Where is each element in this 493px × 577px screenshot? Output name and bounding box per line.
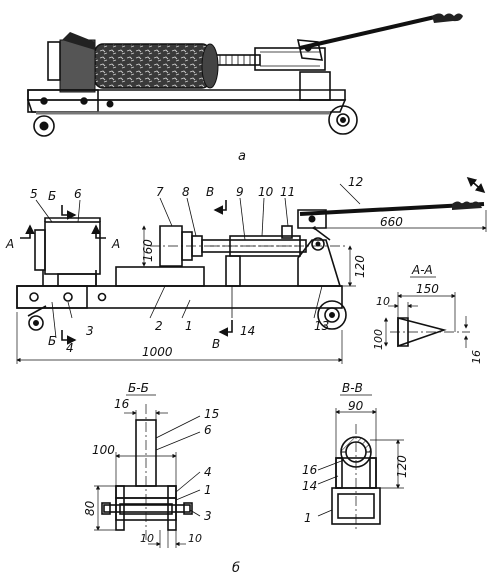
dim-aa-16: 16 xyxy=(470,350,483,364)
title-b-b: Б-Б xyxy=(128,381,149,395)
cut-mark-v-top: В xyxy=(206,185,214,199)
vv-callout-14: 14 xyxy=(302,479,317,493)
callout-12: 12 xyxy=(348,175,363,189)
cut-mark-v-bottom: В xyxy=(212,337,220,351)
section-cut-marks: Б Б В В А А xyxy=(5,185,233,351)
dim-bb-80: 80 xyxy=(83,500,97,516)
dim-120-front: 120 xyxy=(353,255,367,278)
dim-bb-10-left: 10 xyxy=(140,532,154,545)
callout-13: 13 xyxy=(314,319,329,333)
callout-7: 7 xyxy=(156,185,164,199)
dim-bb-10-right: 10 xyxy=(188,532,202,545)
dim-660: 660 xyxy=(380,215,403,229)
callout-6: 6 xyxy=(74,187,82,201)
figure-b-label: б xyxy=(232,561,240,576)
bb-callout-1: 1 xyxy=(204,483,212,497)
section-b-b: Б-Б 16 100 80 10 10 xyxy=(83,381,219,548)
dim-aa-100: 100 xyxy=(372,329,385,350)
title-v-v: В-В xyxy=(342,381,363,395)
callout-11: 11 xyxy=(280,185,295,199)
callout-5: 5 xyxy=(30,187,38,201)
cut-mark-b-bottom: Б xyxy=(48,334,56,348)
bb-callout-4: 4 xyxy=(204,465,212,479)
front-view xyxy=(16,201,485,331)
bb-callout-3: 3 xyxy=(204,509,212,523)
dim-aa-10: 10 xyxy=(376,295,390,308)
callout-3: 3 xyxy=(86,324,94,338)
callout-2: 2 xyxy=(155,319,163,333)
bb-callout-6: 6 xyxy=(204,423,212,437)
callout-1: 1 xyxy=(185,319,193,333)
cut-mark-b-top: Б xyxy=(48,189,56,203)
dim-160: 160 xyxy=(141,239,155,262)
cut-mark-a-right: А xyxy=(111,237,120,251)
callout-9: 9 xyxy=(236,185,244,199)
dim-1000: 1000 xyxy=(142,345,173,359)
dim-bb-100: 100 xyxy=(92,443,115,457)
vv-callout-1: 1 xyxy=(304,511,312,525)
title-a-a: А-А xyxy=(411,263,433,277)
section-v-v: В-В 90 120 16 14 1 xyxy=(302,381,409,532)
figure-a-label: а xyxy=(238,149,246,164)
cut-mark-a-left: А xyxy=(5,237,14,251)
dim-aa-150: 150 xyxy=(416,282,439,296)
section-a-a: А-А 150 10 100 16 xyxy=(372,263,483,364)
front-view-leaders xyxy=(35,183,361,339)
vv-callout-16: 16 xyxy=(302,463,318,477)
dim-vv-120: 120 xyxy=(395,455,409,478)
front-view-dimensions: 160 120 660 1000 xyxy=(16,176,487,364)
callout-4: 4 xyxy=(66,341,74,355)
figure-a-illustration xyxy=(26,13,463,137)
callout-numbers: 5 6 7 8 9 10 11 12 1 2 3 4 13 14 xyxy=(30,175,363,355)
bb-callout-15: 15 xyxy=(204,407,219,421)
dim-vv-90: 90 xyxy=(348,399,364,413)
dim-bb-16: 16 xyxy=(114,397,130,411)
callout-14: 14 xyxy=(240,324,255,338)
callout-10: 10 xyxy=(258,185,274,199)
callout-8: 8 xyxy=(182,185,190,199)
